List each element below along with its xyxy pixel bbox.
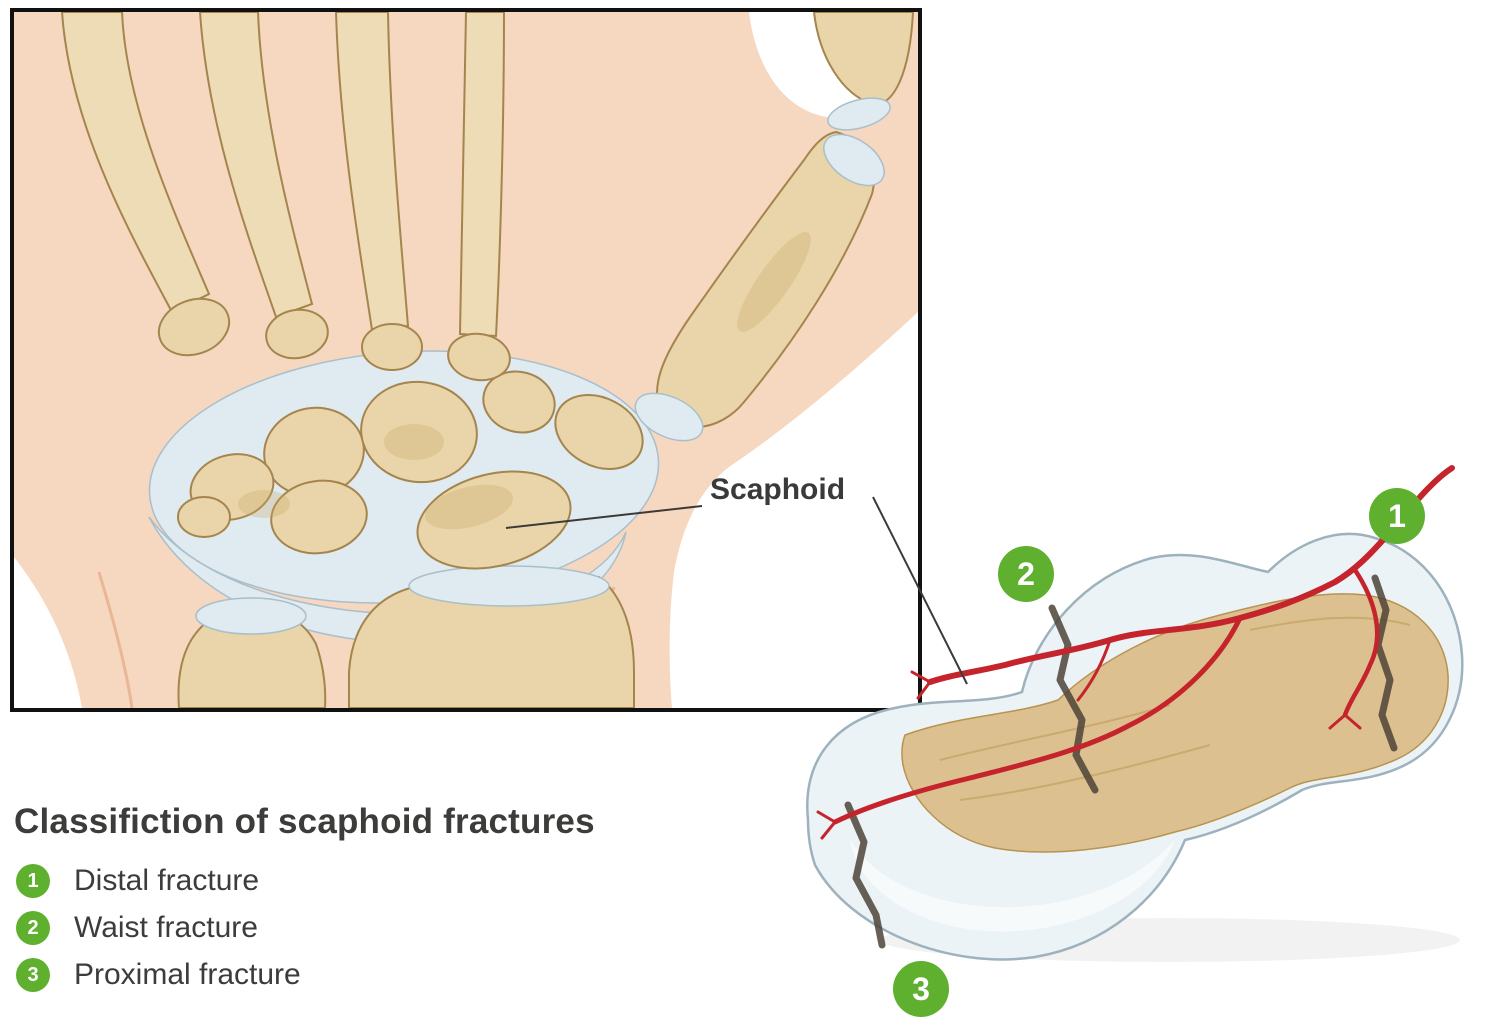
triquetrum-shading	[238, 490, 290, 518]
artery-branch-proximal	[832, 615, 1243, 825]
legend-marker-3: 3	[16, 958, 50, 992]
capitate-bone	[360, 380, 478, 484]
metacarpal-2-base	[265, 308, 329, 360]
legend-label-distal: Distal fracture	[74, 864, 260, 897]
capitate-shading	[384, 424, 444, 460]
below-thumb-white	[669, 312, 918, 708]
legend-item-proximal: 3 Proximal fracture	[16, 958, 301, 992]
thumb-metacarpal-base-cartilage	[634, 392, 704, 442]
wrist-illustration-frame	[10, 8, 922, 712]
fracture-marker-1-number: 1	[1388, 498, 1406, 534]
waist-fracture-line	[1048, 604, 1099, 794]
metacarpal-4	[458, 12, 506, 338]
fracture-marker-2-number: 2	[1017, 556, 1035, 592]
lunate-bone	[270, 479, 368, 555]
radius-cartilage-cap	[408, 565, 610, 607]
trapezium-bone	[554, 394, 644, 470]
thumb-joint-cartilage	[827, 97, 891, 131]
distal-fracture-line	[1371, 574, 1398, 752]
thumb-shading	[737, 232, 811, 332]
legend-item-distal: 1 Distal fracture	[16, 864, 301, 898]
legend-item-waist: 2 Waist fracture	[16, 911, 301, 945]
metacarpal-4-base	[447, 332, 511, 382]
fracture-marker-3: 3	[893, 961, 949, 1017]
legend-marker-2: 2	[16, 911, 50, 945]
metacarpal-3	[334, 12, 410, 332]
metacarpal-1-base	[157, 297, 231, 357]
legend-marker-1: 1	[16, 864, 50, 898]
diagram-title: Classifiction of scaphoid fractures	[14, 802, 595, 841]
pisiform-bone	[177, 496, 231, 538]
scaphoid-label: Scaphoid	[710, 473, 846, 506]
legend-label-proximal: Proximal fracture	[74, 958, 301, 991]
scaphoid-bone-inset	[416, 470, 572, 570]
fracture-marker-2: 2	[998, 546, 1054, 602]
artery-branch-distal	[1342, 567, 1380, 718]
wrist-illustration	[14, 12, 918, 708]
scaphoid-bone-illustration	[806, 465, 1464, 962]
bone-texture-streaks	[939, 616, 1411, 801]
trapezoid-bone	[482, 370, 556, 434]
proximal-pole-highlight	[850, 840, 1175, 932]
metacarpal-2	[198, 12, 314, 319]
legend-label-waist: Waist fracture	[74, 911, 258, 944]
ulna-cartilage-cap	[195, 597, 307, 635]
scaphoid-bone-band	[901, 593, 1449, 853]
thumb-metacarpal-head-cartilage	[823, 133, 885, 187]
metacarpal-3-base	[361, 323, 423, 371]
fracture-marker-1: 1	[1369, 488, 1425, 544]
proximal-fracture-line	[844, 801, 886, 949]
fracture-legend: 1 Distal fracture 2 Waist fracture 3 Pro…	[16, 864, 301, 1005]
bottom-left-white	[14, 557, 82, 708]
scaphoid-shading	[425, 484, 513, 530]
fracture-marker-3-number: 3	[912, 971, 930, 1007]
